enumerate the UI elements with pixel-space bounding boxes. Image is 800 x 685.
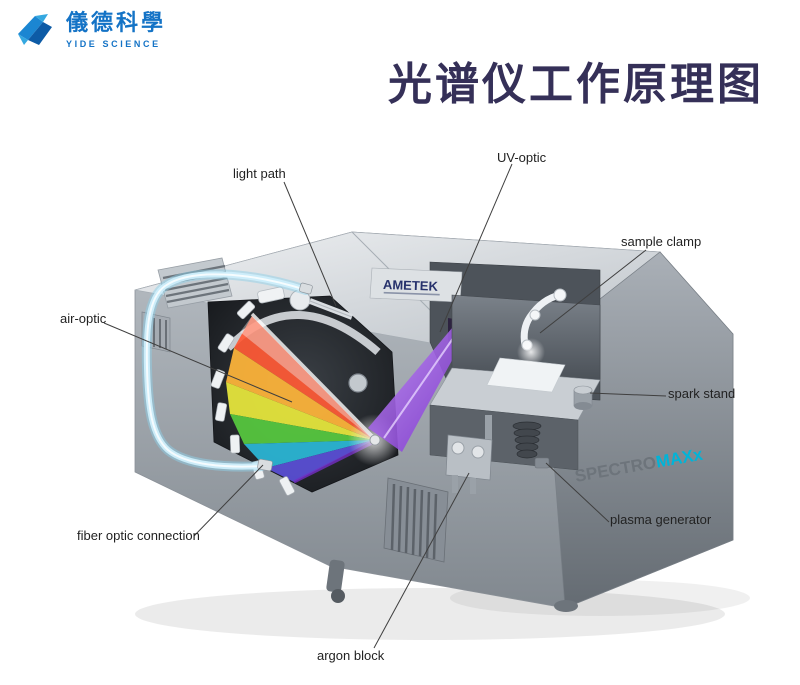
argon-block-part bbox=[445, 415, 493, 494]
spectrum-fan bbox=[226, 312, 400, 484]
callout-lines bbox=[103, 163, 667, 649]
label-plasma-generator: plasma generator bbox=[610, 512, 712, 527]
brand-subtext-line bbox=[383, 291, 440, 296]
brand-ametek-text: AMETEK bbox=[383, 277, 439, 294]
machine-feet bbox=[326, 559, 578, 612]
label-uv-optic: UV-optic bbox=[497, 150, 547, 165]
plasma-generator-part bbox=[512, 421, 550, 469]
spark-glow bbox=[517, 338, 545, 366]
fiber-connector bbox=[257, 458, 273, 472]
leader-uv-optic bbox=[439, 163, 513, 333]
front-vent bbox=[383, 477, 449, 563]
fiber-optic-cable bbox=[141, 269, 313, 472]
leader-spark-stand bbox=[589, 392, 667, 397]
label-spark-stand: spark stand bbox=[668, 386, 736, 401]
logo-name-en: YIDE SCIENCE bbox=[66, 39, 161, 50]
logo-icon bbox=[18, 14, 52, 45]
front-knob bbox=[348, 373, 368, 393]
label-air-optic: air-optic bbox=[60, 311, 107, 326]
leader-sample-clamp bbox=[539, 249, 647, 334]
leader-light-path bbox=[283, 181, 337, 307]
floor-shadow bbox=[135, 580, 750, 640]
sample-plate bbox=[486, 357, 566, 393]
label-argon-block: argon block bbox=[317, 648, 385, 663]
page-title: 光谱仪工作原理图 bbox=[388, 59, 764, 110]
logo-texts: 儀德科學 YIDE SCIENCE bbox=[66, 11, 167, 50]
leader-air-optic bbox=[103, 322, 293, 403]
label-sample-clamp: sample clamp bbox=[621, 234, 702, 249]
logo-name-cn: 儀德科學 bbox=[66, 11, 167, 36]
leader-plasma-generator bbox=[545, 462, 610, 523]
leader-argon-block bbox=[373, 472, 470, 649]
leader-fiber-optic bbox=[193, 464, 264, 537]
sample-clamp-arm bbox=[517, 288, 567, 366]
label-light-path: light path bbox=[233, 166, 286, 181]
ametek-badge: AMETEK bbox=[369, 267, 463, 303]
logo: 儀德科學 YIDE SCIENCE bbox=[16, 11, 167, 50]
entrance-optics bbox=[257, 286, 354, 320]
label-fiber-optic-connection: fiber optic connection bbox=[77, 528, 200, 543]
spark-stand-part bbox=[573, 385, 593, 410]
